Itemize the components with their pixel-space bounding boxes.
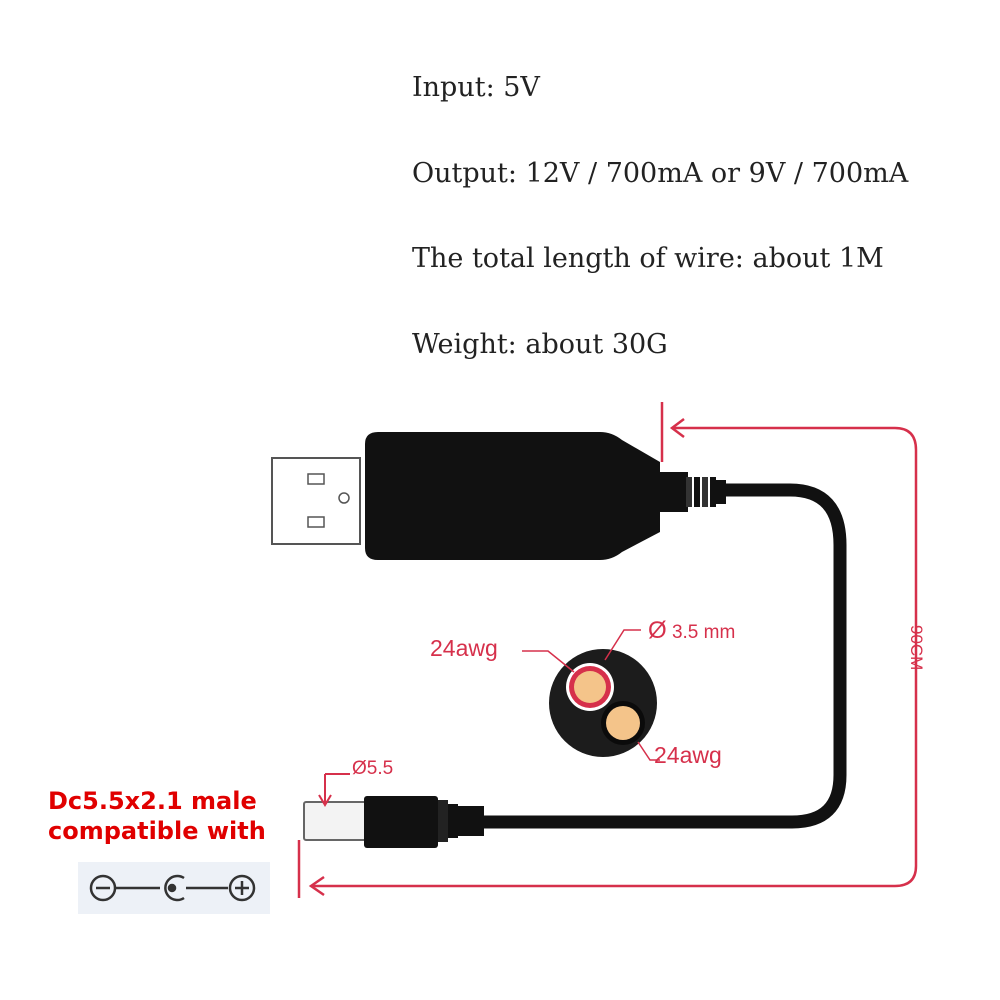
plug-diameter-label: Ø5.5: [352, 758, 394, 779]
plug-diameter-marker: [318, 773, 350, 807]
spec-weight: Weight: about 30G: [412, 329, 668, 360]
cable-length-label: 90CM: [907, 625, 926, 671]
compat-line-2: compatible with: [48, 817, 266, 845]
wire-gauge-label-top: 24awg: [430, 635, 498, 661]
wire-gauge-label-bottom: 24awg: [654, 742, 722, 768]
cable-diameter-label: Ø 3.5 mm: [648, 617, 735, 645]
cable-diameter-value: 3.5 mm: [671, 622, 736, 643]
spec-wire-length: The total length of wire: about 1M: [412, 243, 884, 274]
length-dimension-icon: [297, 402, 918, 898]
cable-cross-section-icon: [549, 649, 657, 757]
diameter-symbol: Ø: [648, 617, 667, 644]
dc-barrel-plug-icon: [303, 796, 484, 848]
cable-wire: [473, 483, 847, 829]
compat-line-1: Dc5.5x2.1 male: [48, 787, 257, 815]
polarity-symbol-icon: [78, 862, 270, 914]
spec-output: Output: 12V / 700mA or 9V / 700mA: [412, 158, 909, 189]
spec-input: Input: 5V: [412, 72, 540, 103]
usb-a-plug-icon: [271, 432, 726, 560]
leader-lines: [522, 629, 660, 761]
compatibility-note: Dc5.5x2.1 male compatible with: [48, 786, 266, 846]
